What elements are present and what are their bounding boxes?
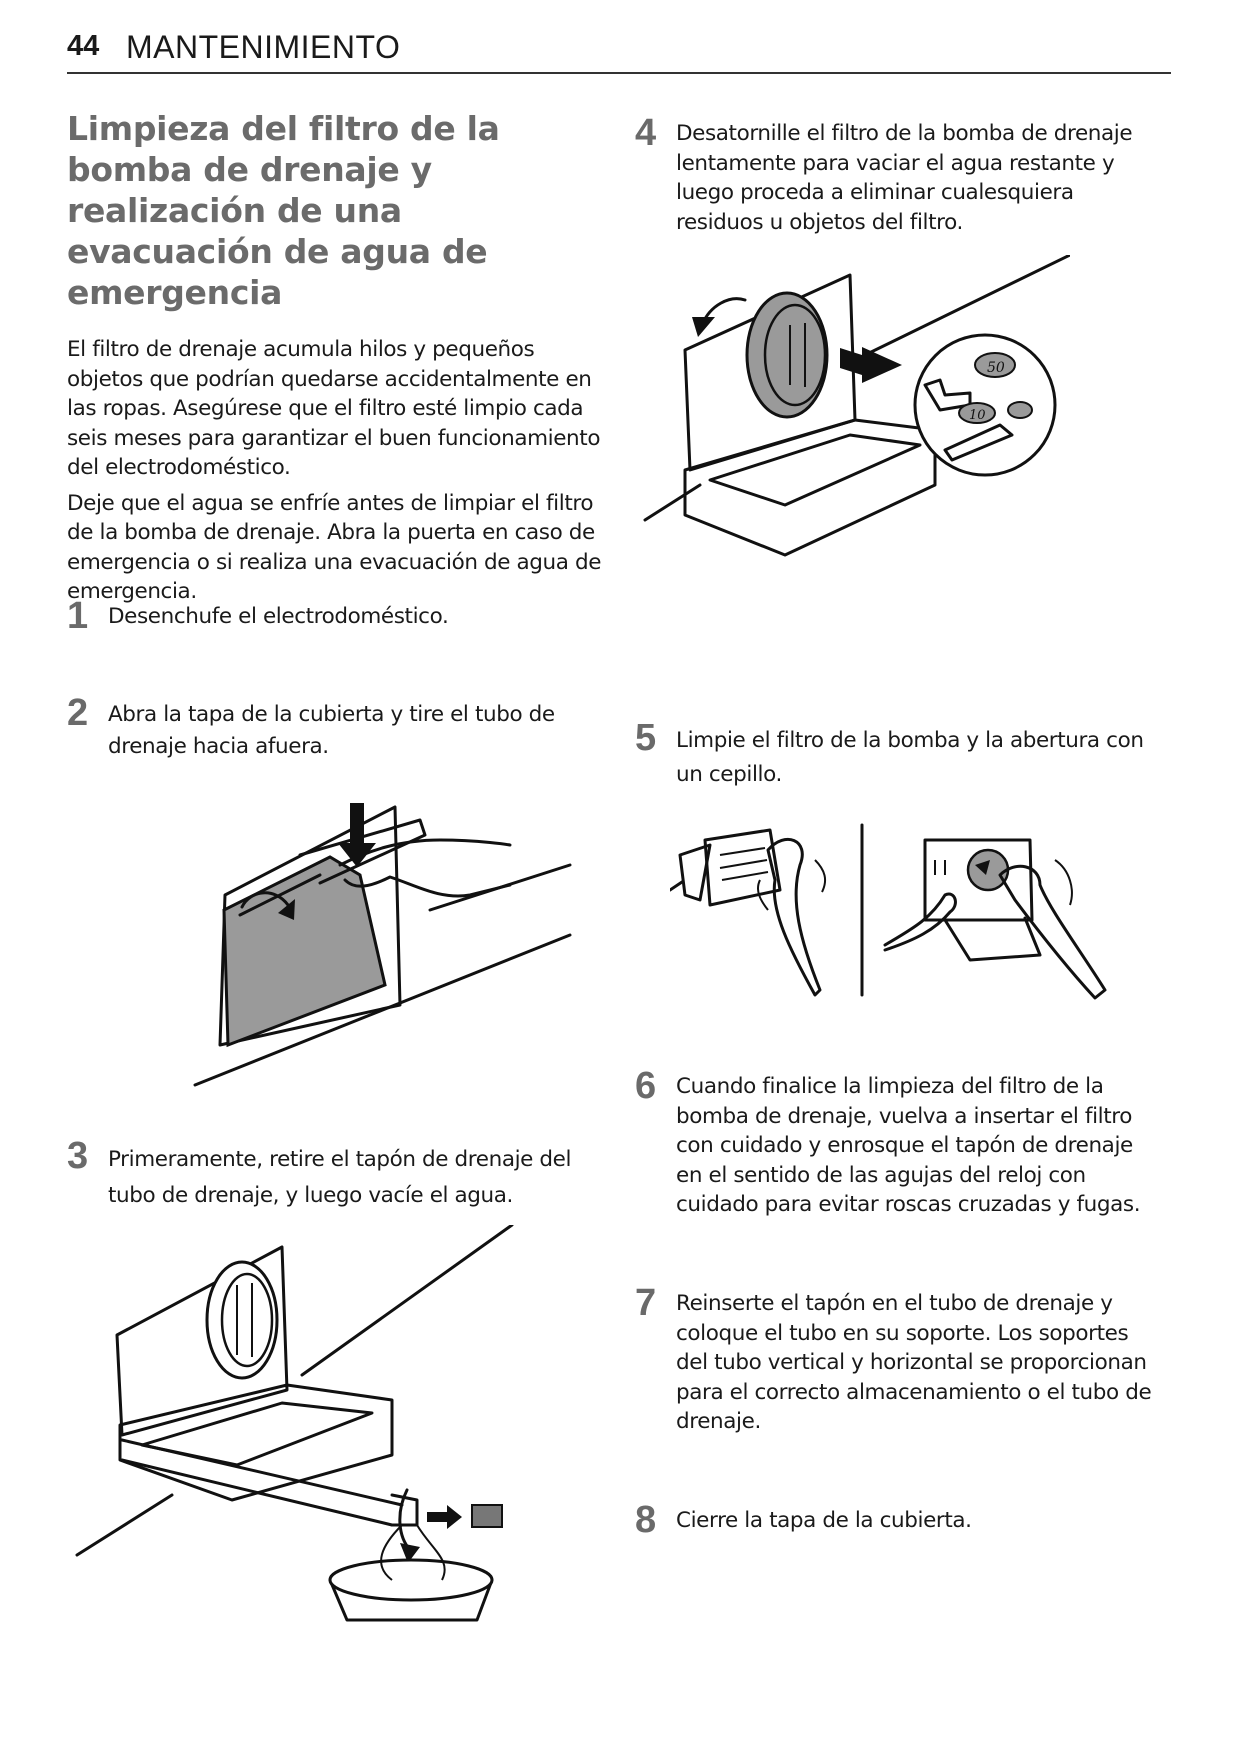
step-text: Limpie el filtro de la bomba y la abertu… (676, 728, 1144, 787)
page-title: Limpieza del filtro de la bomba de drena… (67, 109, 500, 312)
drain-water-illustration (75, 1225, 514, 1622)
step-number: 8 (635, 1499, 657, 1541)
page-header: 44 MANTENIMIENTO (67, 26, 1171, 74)
step-text: Cuando finalice la limpieza del filtro d… (676, 1074, 1141, 1217)
intro-paragraph-1: El filtro de drenaje acumula hilos y peq… (67, 337, 601, 480)
step-number: 7 (635, 1282, 657, 1324)
step-text: Abra la tapa de la cubierta y tire el tu… (108, 702, 555, 759)
unscrew-filter-illustration: 50 10 (643, 255, 1070, 557)
step-text: Desenchufe el electrodoméstico. (108, 604, 449, 629)
step-number: 2 (67, 692, 89, 734)
coin-label-10: 10 (969, 408, 986, 423)
step-number: 3 (67, 1135, 89, 1177)
brush-cleaning-illustration (670, 823, 1107, 1000)
step-text: Primeramente, retire el tapón de drenaje… (108, 1147, 572, 1208)
intro-paragraph-2: Deje que el agua se enfríe antes de limp… (67, 490, 602, 605)
coin-label-50: 50 (987, 360, 1005, 376)
page-number: 44 (67, 30, 100, 62)
step-number: 5 (635, 717, 657, 759)
step-text: Reinserte el tapón en el tubo de drenaje… (676, 1291, 1152, 1434)
section-title-header: MANTENIMIENTO (126, 29, 401, 65)
step-number: 1 (67, 595, 89, 637)
step-number: 4 (635, 112, 657, 154)
intro-column: Limpieza del filtro de la bomba de drena… (67, 108, 607, 607)
open-cover-illustration (193, 803, 572, 1087)
step-text: Desatornille el filtro de la bomba de dr… (676, 121, 1133, 235)
step-number: 6 (635, 1065, 657, 1107)
step-text: Cierre la tapa de la cubierta. (676, 1508, 972, 1533)
